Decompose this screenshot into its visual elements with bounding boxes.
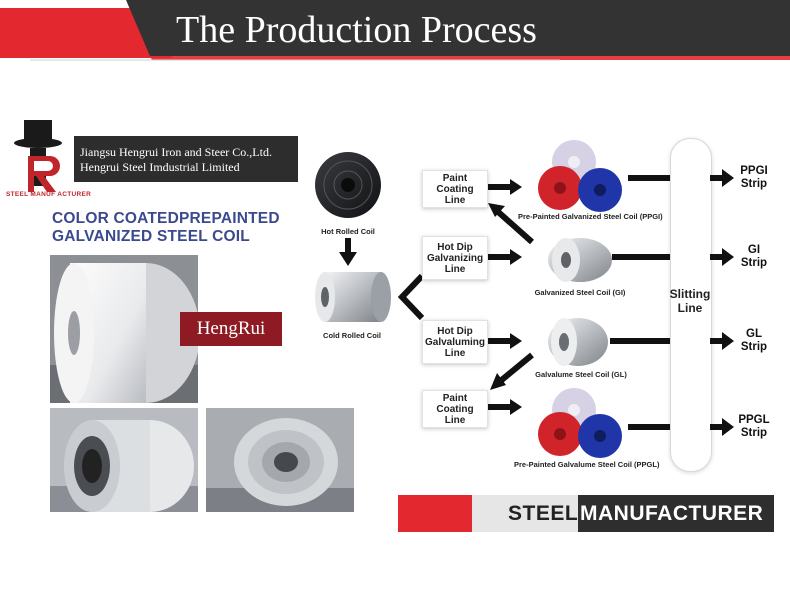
footer-red-block bbox=[398, 495, 472, 532]
company-name-box: Jiangsu Hengrui Iron and Steer Co.,Ltd. … bbox=[74, 136, 298, 182]
diagonal-arrows bbox=[488, 203, 534, 390]
footer-grey-block bbox=[472, 495, 578, 532]
logo-caption: STEEL MANUF ACTURER bbox=[6, 191, 92, 198]
ppgi-coil-icon bbox=[538, 140, 622, 212]
coil-photo-right bbox=[206, 408, 354, 512]
cold-rolled-coil-icon bbox=[315, 272, 391, 322]
stage-hot-dip-galvaluming: Hot Dip Galvaluming Line bbox=[422, 320, 488, 364]
down-arrow-icon bbox=[339, 238, 357, 266]
slitting-line-column bbox=[670, 138, 712, 472]
footer-dark-block bbox=[578, 495, 774, 532]
coil-photo-left bbox=[50, 408, 198, 512]
output-arrows bbox=[610, 169, 734, 436]
gi-coil-label: Galvanized Steel Coil (GI) bbox=[534, 288, 626, 297]
ppgl-coil-label: Pre-Painted Galvalume Steel Coil (PPGL) bbox=[514, 460, 660, 469]
hot-rolled-coil-icon bbox=[315, 152, 381, 218]
company-name-line-1: Jiangsu Hengrui Iron and Steer Co.,Ltd. bbox=[80, 145, 272, 159]
gl-coil-label: Galvalume Steel Coil (GL) bbox=[535, 370, 627, 379]
process-diagram-graphics bbox=[315, 140, 622, 458]
company-logo bbox=[14, 120, 62, 192]
page-title: The Production Process bbox=[176, 9, 537, 51]
gl-coil-icon bbox=[548, 318, 608, 366]
white-coil-photo bbox=[50, 255, 198, 403]
hengrui-tag: HengRui bbox=[180, 312, 282, 346]
product-title-line-2: GALVANIZED STEEL COIL bbox=[52, 228, 250, 245]
output-gl-strip: GL Strip bbox=[740, 328, 768, 353]
stage-arrows bbox=[488, 179, 522, 415]
footer-manufacturer-text: MANUFACTURER bbox=[580, 502, 764, 525]
ppgl-coil-icon bbox=[538, 388, 622, 458]
ppgi-coil-label: Pre-Painted Galvanized Steel Coil (PPGI) bbox=[518, 212, 663, 221]
stage-hot-dip-galvanizing: Hot Dip Galvanizing Line bbox=[422, 236, 488, 280]
output-ppgi-strip: PPGI Strip bbox=[740, 165, 768, 190]
stage-paint-coating-2: Paint Coating Line bbox=[422, 390, 488, 428]
footer-steel-text: STEEL bbox=[508, 502, 579, 525]
title-banner bbox=[0, 0, 790, 61]
cold-rolled-coil-label: Cold Rolled Coil bbox=[323, 331, 381, 340]
fork-chevron-icon bbox=[397, 273, 425, 321]
company-name-line-2: Hengrui Steel Imdustrial Limited bbox=[80, 160, 240, 174]
slitting-line-label: Slitting Line bbox=[669, 287, 711, 315]
output-gi-strip: GI Strip bbox=[740, 244, 768, 269]
gi-coil-icon bbox=[548, 238, 612, 282]
hot-rolled-coil-label: Hot Rolled Coil bbox=[321, 227, 375, 236]
output-ppgl-strip: PPGL Strip bbox=[738, 414, 770, 439]
stage-paint-coating-1: Paint Coating Line bbox=[422, 170, 488, 208]
product-title-line-1: COLOR COATEDPREPAINTED bbox=[52, 210, 280, 227]
